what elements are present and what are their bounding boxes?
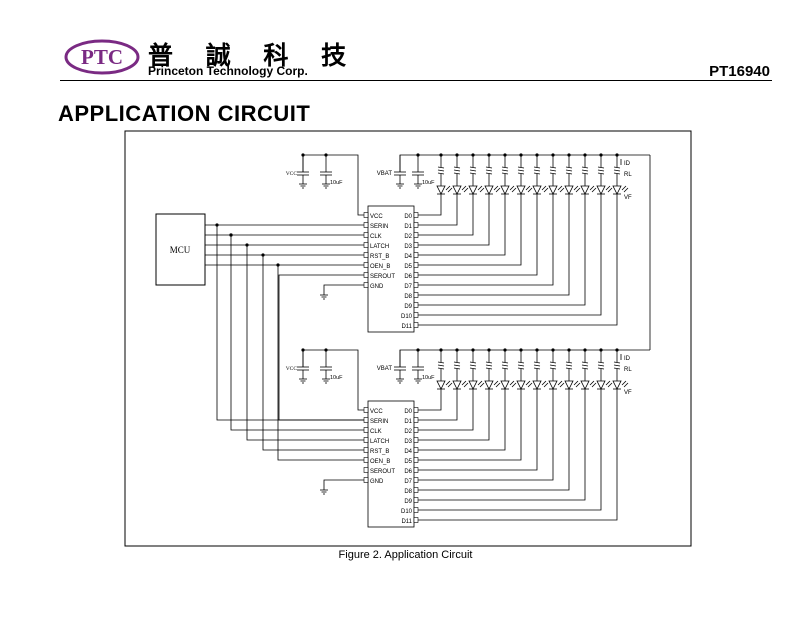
- pin-d11-label: D11: [401, 519, 412, 525]
- led-2-0: [436, 380, 446, 390]
- driver-chip-1: [367, 205, 415, 333]
- led-1-6: [532, 185, 542, 195]
- led-2-6: [532, 380, 542, 390]
- pin-d2-label: D2: [404, 429, 412, 435]
- pin-d6-label: D6: [404, 274, 412, 280]
- vf-label: VF: [624, 195, 632, 201]
- pin-d4-label: D4: [404, 449, 412, 455]
- pin-d9-label: D9: [404, 304, 412, 310]
- vcc-label: VCC: [286, 171, 298, 177]
- pin-d6-label: D6: [404, 469, 412, 475]
- rl-label: RL: [624, 367, 632, 373]
- pin-d10-label: D10: [401, 509, 413, 515]
- pin-oen_b-label: OEN_B: [370, 459, 390, 465]
- pin-d9-label: D9: [404, 499, 412, 505]
- led-2-11: [612, 380, 622, 390]
- figure-caption: Figure 2. Application Circuit: [338, 549, 473, 561]
- led-1-0: [436, 185, 446, 195]
- pin-d8-label: D8: [404, 294, 412, 300]
- led-2-3: [484, 380, 494, 390]
- pin-d11-label: D11: [401, 324, 412, 330]
- led-2-4: [500, 380, 510, 390]
- led-2-1: [452, 380, 462, 390]
- pin-oen_b-label: OEN_B: [370, 264, 390, 270]
- id-label: ID: [624, 161, 631, 167]
- led-1-11: [612, 185, 622, 195]
- pin-d1-label: D1: [404, 224, 412, 230]
- cap-value-label: 10uF: [422, 375, 435, 381]
- pin-d7-label: D7: [404, 284, 412, 290]
- led-1-2: [468, 185, 478, 195]
- pin-serin-label: SERIN: [370, 224, 388, 230]
- company-cjk-name: 普 誠 科 技: [148, 41, 359, 70]
- led-2-5: [516, 380, 526, 390]
- pin-latch-label: LATCH: [370, 244, 389, 250]
- led-1-1: [452, 185, 462, 195]
- id-label: ID: [624, 356, 631, 362]
- svg-text:PTC: PTC: [81, 45, 123, 69]
- led-1-3: [484, 185, 494, 195]
- ptc-logo: PTC: [64, 39, 140, 75]
- pin-serout-label: SEROUT: [370, 469, 395, 475]
- pin-d1-label: D1: [404, 419, 412, 425]
- pin-d8-label: D8: [404, 489, 412, 495]
- pin-d0-label: D0: [404, 409, 412, 415]
- pin-gnd-label: GND: [370, 479, 384, 485]
- pin-latch-label: LATCH: [370, 439, 389, 445]
- led-2-7: [548, 380, 558, 390]
- pin-d5-label: D5: [404, 459, 412, 465]
- vcc-label: VCC: [286, 366, 298, 372]
- figure-frame: [124, 130, 692, 547]
- led-2-9: [580, 380, 590, 390]
- pin-d4-label: D4: [404, 254, 412, 260]
- mcu-label: MCU: [170, 245, 191, 255]
- part-number: PT16940: [709, 63, 770, 80]
- led-1-5: [516, 185, 526, 195]
- led-1-7: [548, 185, 558, 195]
- cap-value-label: 10uF: [330, 375, 343, 381]
- led-2-8: [564, 380, 574, 390]
- pin-gnd-label: GND: [370, 284, 384, 290]
- led-2-10: [596, 380, 606, 390]
- section-title: APPLICATION CIRCUIT: [58, 101, 311, 126]
- led-1-4: [500, 185, 510, 195]
- pin-serin-label: SERIN: [370, 419, 388, 425]
- cap-value-label: 10uF: [330, 180, 343, 186]
- pin-d3-label: D3: [404, 244, 412, 250]
- vbat-label: VBAT: [377, 366, 393, 372]
- pin-clk-label: CLK: [370, 234, 382, 240]
- led-1-8: [564, 185, 574, 195]
- pin-rst_b-label: RST_B: [370, 449, 389, 455]
- cap-value-label: 10uF: [422, 180, 435, 186]
- pin-d10-label: D10: [401, 314, 413, 320]
- pin-d2-label: D2: [404, 234, 412, 240]
- led-1-10: [596, 185, 606, 195]
- pin-d0-label: D0: [404, 214, 412, 220]
- pin-d5-label: D5: [404, 264, 412, 270]
- pin-d7-label: D7: [404, 479, 412, 485]
- company-name: Princeton Technology Corp.: [148, 64, 308, 78]
- header-rule: [60, 80, 772, 81]
- pin-serout-label: SEROUT: [370, 274, 395, 280]
- rl-label: RL: [624, 172, 632, 178]
- vf-label: VF: [624, 390, 632, 396]
- led-1-9: [580, 185, 590, 195]
- pin-rst_b-label: RST_B: [370, 254, 389, 260]
- pin-vcc-label: VCC: [370, 409, 383, 415]
- pin-clk-label: CLK: [370, 429, 382, 435]
- vbat-label: VBAT: [377, 171, 393, 177]
- pin-d3-label: D3: [404, 439, 412, 445]
- mcu-box: [155, 213, 206, 286]
- pin-vcc-label: VCC: [370, 214, 383, 220]
- driver-chip-2: [367, 400, 415, 528]
- led-2-2: [468, 380, 478, 390]
